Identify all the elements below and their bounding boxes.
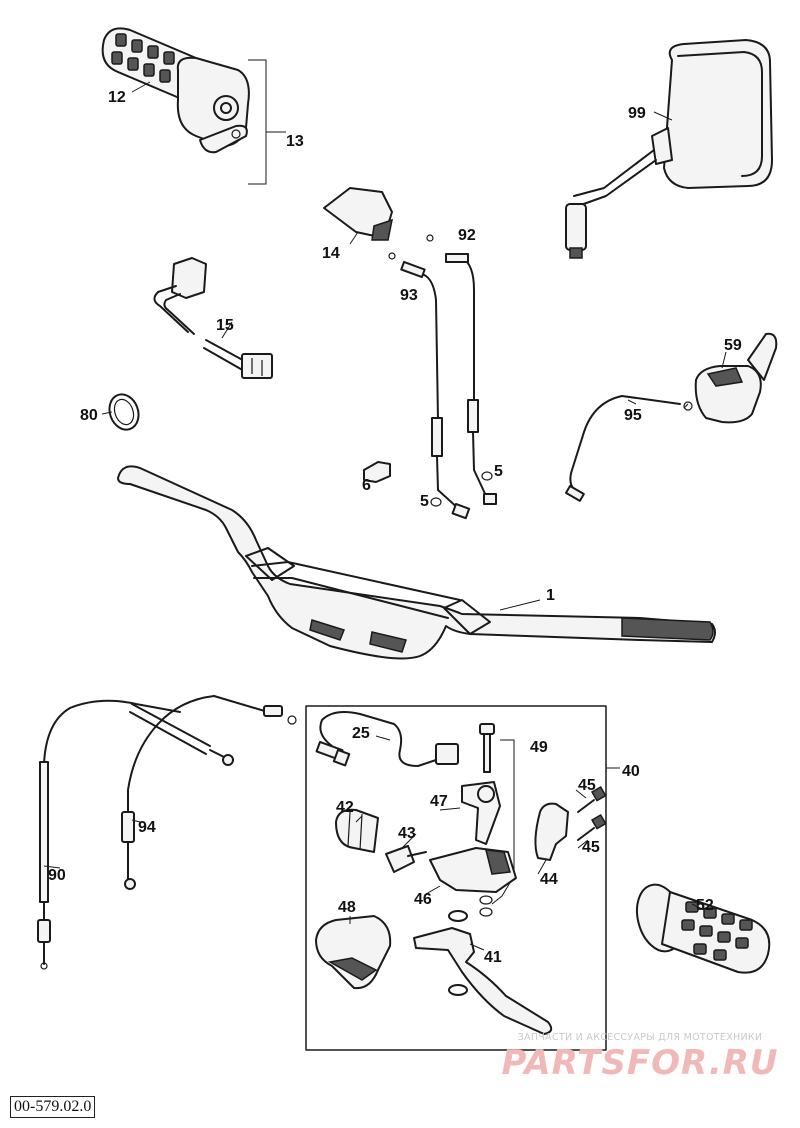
clutch-cable	[37, 699, 234, 970]
clip	[363, 461, 391, 483]
callout-59: 59	[724, 337, 742, 354]
callout-14: 14	[322, 245, 340, 262]
callout-5-left: 5	[420, 493, 429, 510]
callout-12: 12	[108, 89, 126, 106]
callout-95: 95	[624, 407, 642, 424]
callout-47: 47	[430, 793, 448, 810]
callout-15: 15	[216, 317, 234, 334]
callout-80: 80	[80, 407, 98, 424]
callout-25: 25	[352, 725, 370, 742]
callout-5-right: 5	[494, 463, 503, 480]
choke-lever	[565, 332, 778, 502]
document-code: 00-579.02.0	[10, 1096, 96, 1118]
cable-clamp	[108, 393, 140, 431]
callout-92: 92	[458, 227, 476, 244]
callout-45-bottom: 45	[582, 839, 600, 856]
callout-99: 99	[628, 105, 646, 122]
switch	[153, 257, 273, 379]
leader-lines	[43, 81, 727, 951]
brake-light-switch	[315, 711, 459, 767]
watermark-tagline: ЗАПЧАСТИ И АКСЕССУАРЫ ДЛЯ МОТОТЕХНИКИ	[517, 1032, 763, 1043]
callout-42: 42	[336, 799, 354, 816]
nipple	[430, 471, 493, 507]
callout-40: 40	[622, 763, 640, 780]
callout-45-top: 45	[578, 777, 596, 794]
lever-cover	[323, 187, 393, 241]
callout-93: 93	[400, 287, 418, 304]
callout-6: 6	[362, 477, 371, 494]
callout-49: 49	[530, 739, 548, 756]
callout-13: 13	[286, 133, 304, 150]
callout-48: 48	[338, 899, 356, 916]
callout-1: 1	[546, 587, 555, 604]
watermark-brand: PARTSFOR.RU	[501, 1043, 779, 1083]
callout-41: 41	[484, 949, 502, 966]
callout-46: 46	[414, 891, 432, 908]
throttle-grip-assembly	[101, 27, 286, 185]
callout-43: 43	[398, 825, 416, 842]
callout-52: 52	[696, 897, 714, 914]
callout-94: 94	[138, 819, 156, 836]
callout-90: 90	[48, 867, 66, 884]
mirror	[565, 39, 773, 259]
brake-lever-assembly	[315, 723, 607, 1035]
callout-44: 44	[540, 871, 558, 888]
assembly-group-frame	[305, 705, 607, 1051]
callout-labels: 12 13 99 14 92 93 15 59 95 80 6 5 5 1 25…	[48, 89, 742, 966]
throttle-cables	[388, 234, 497, 520]
watermark: ЗАПЧАСТИ И АКСЕССУАРЫ ДЛЯ МОТОТЕХНИКИ PA…	[488, 1032, 792, 1083]
left-grip	[635, 883, 771, 974]
handlebar	[117, 465, 716, 660]
adjuster-cable	[121, 695, 297, 890]
